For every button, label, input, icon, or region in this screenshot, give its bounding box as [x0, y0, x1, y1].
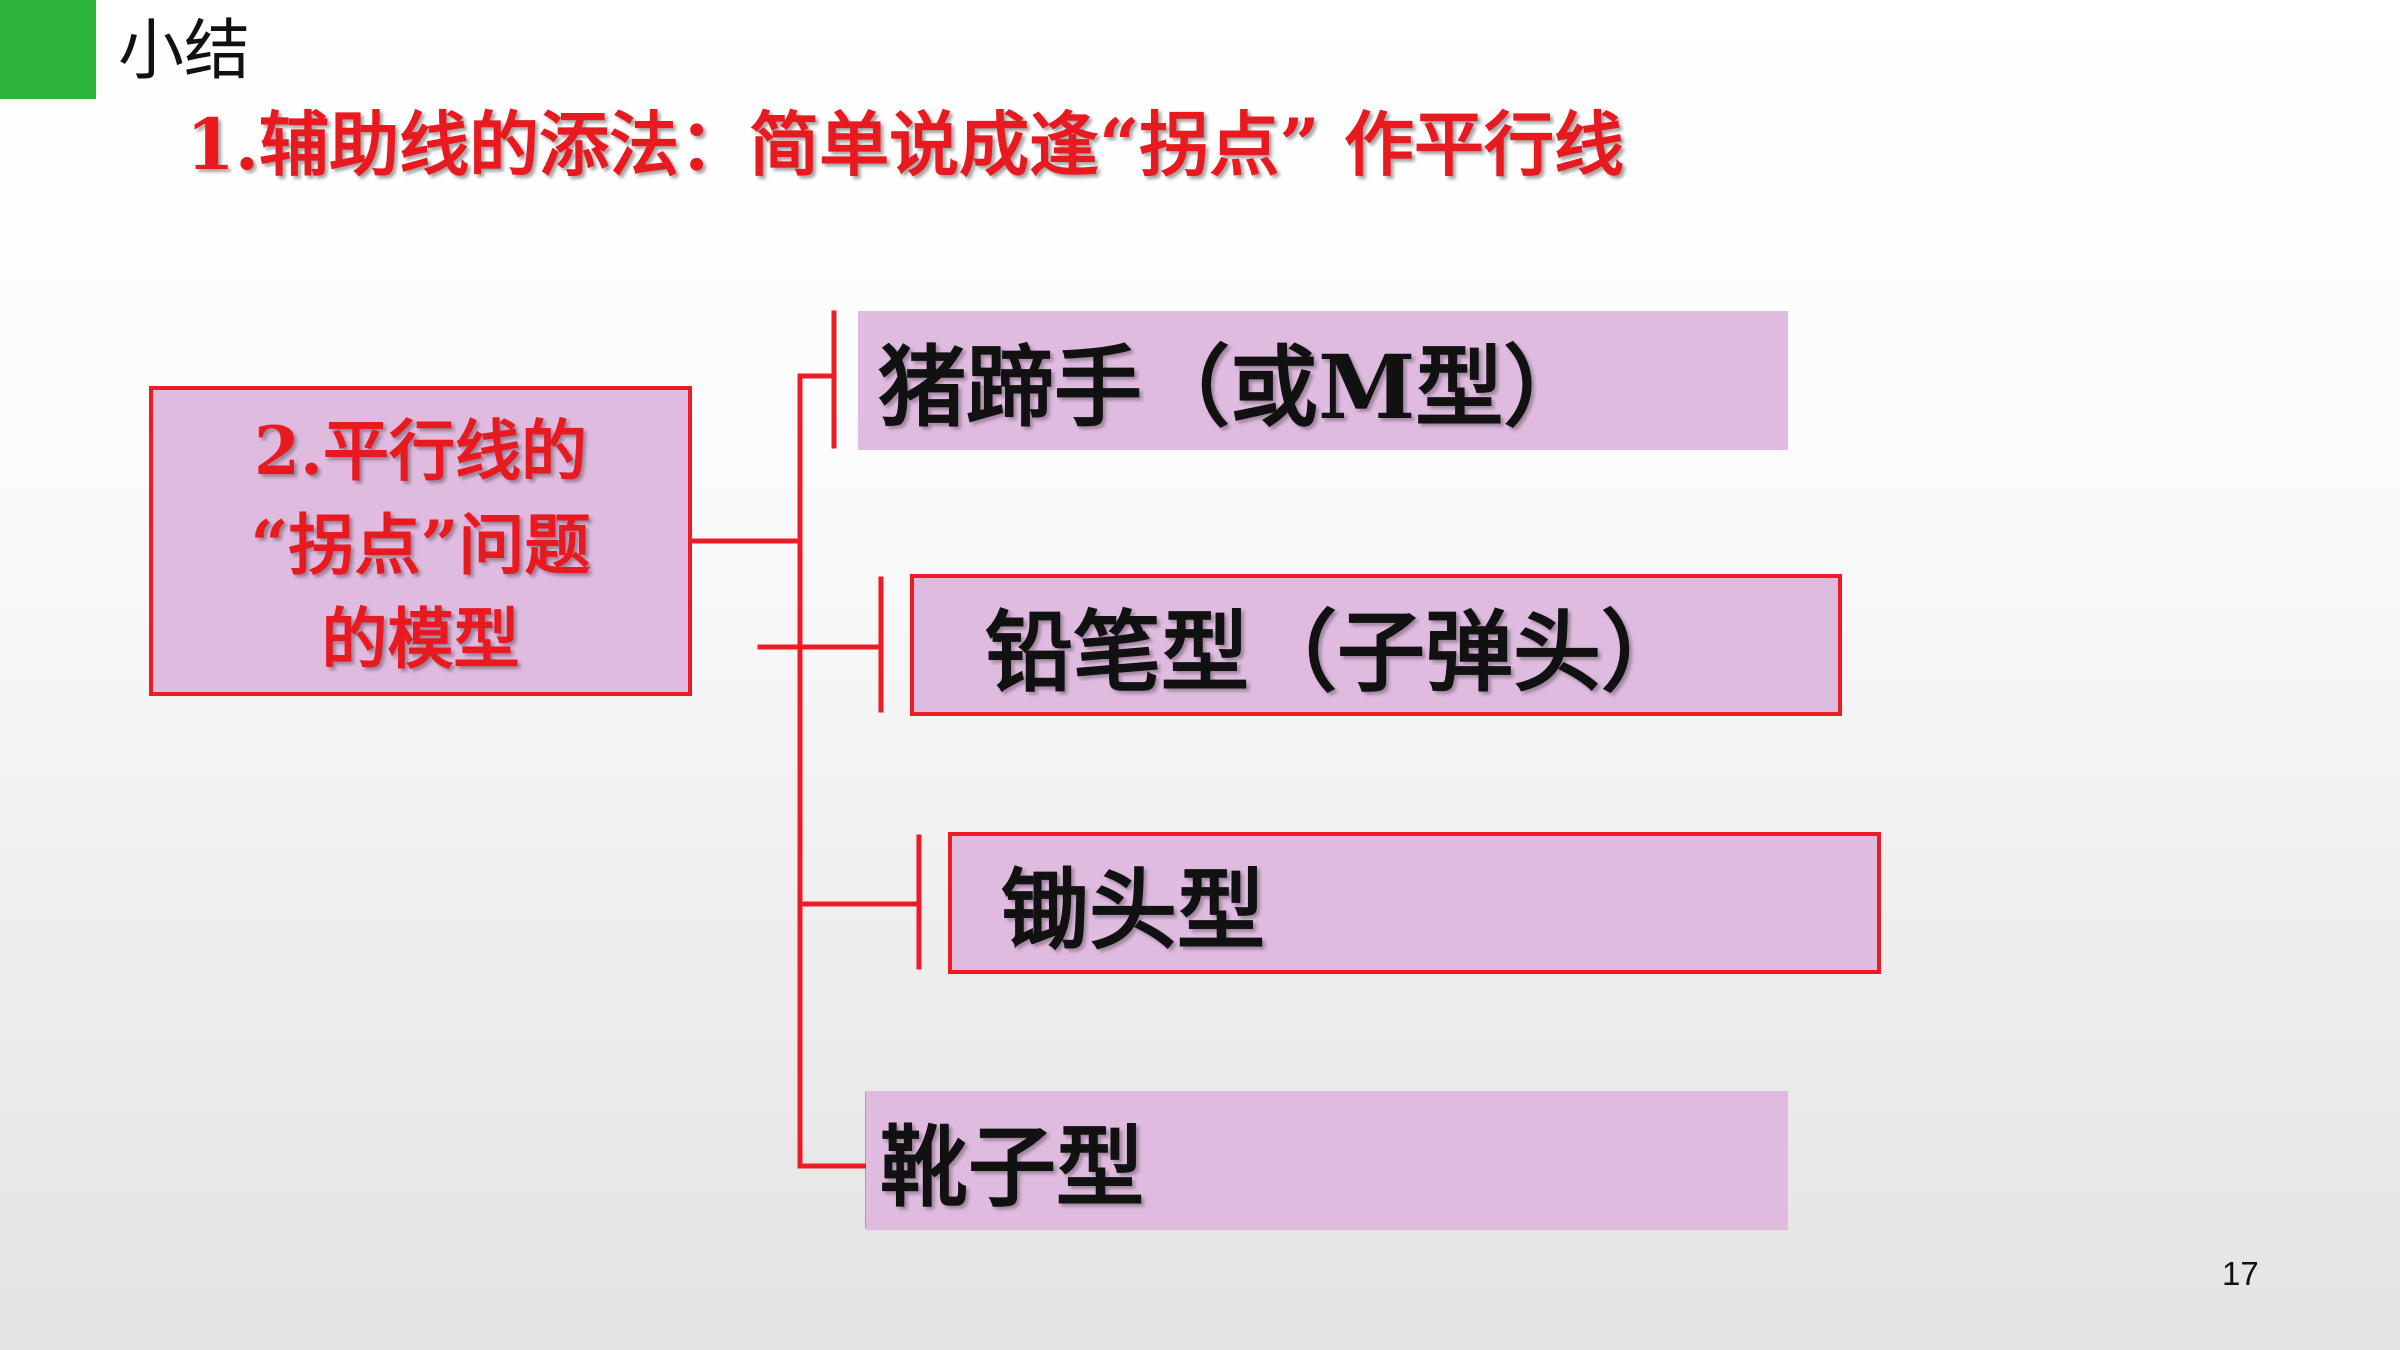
model-label-3: 锄头型	[1001, 857, 1266, 962]
model-node-2: 铅笔型（子弹头）	[910, 574, 1842, 716]
model-node-1: 猪蹄手（或M型）	[858, 311, 1788, 450]
root-node-label: 2.平行线的 “拐点”问题 的模型	[250, 412, 591, 678]
slide-heading: 1.辅助线的添法：简单说成逢“拐点” 作平行线	[186, 103, 1624, 186]
section-marker	[0, 0, 96, 99]
model-label-2: 铅笔型（子弹头）	[985, 599, 1690, 704]
model-label-4: 靴子型	[880, 1115, 1145, 1219]
model-label-1: 猪蹄手（或M型）	[878, 335, 1592, 439]
section-title: 小结	[118, 12, 250, 89]
model-node-4: 靴子型	[866, 1091, 1788, 1230]
page-number: 17	[2222, 1255, 2259, 1292]
model-node-3: 锄头型	[948, 832, 1881, 974]
root-node: 2.平行线的 “拐点”问题 的模型	[149, 386, 692, 696]
